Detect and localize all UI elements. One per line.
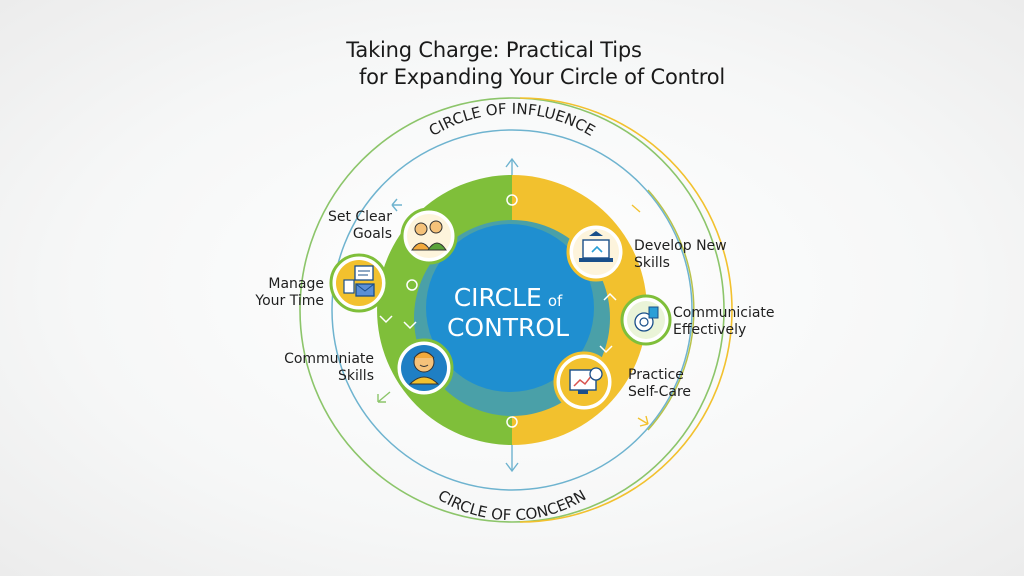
top-arrow-head bbox=[505, 157, 519, 168]
develop-skills-icon bbox=[566, 222, 626, 282]
communicate-skills-icon bbox=[394, 338, 454, 398]
arrow-upper-left bbox=[391, 198, 402, 212]
connector-dot-top bbox=[506, 194, 518, 206]
center-text-line-2: CONTROL bbox=[447, 313, 569, 342]
bottom-arrow-head bbox=[505, 462, 519, 473]
arrow-upper-right bbox=[631, 204, 641, 213]
chevron-right-a bbox=[603, 292, 617, 301]
self-care-icon bbox=[553, 351, 615, 413]
arrow-lower-left bbox=[377, 391, 391, 403]
influence-ring bbox=[331, 129, 693, 491]
connector-dot-bottom bbox=[506, 416, 518, 428]
influence-ring-accent bbox=[647, 189, 695, 431]
concern-ring bbox=[299, 97, 725, 523]
set-goals-icon bbox=[400, 207, 458, 265]
connector-dot-left bbox=[406, 279, 418, 291]
diagram-title-line-1: Taking Charge: Practical Tips bbox=[346, 38, 642, 62]
communicate-effectively-icon bbox=[620, 294, 672, 346]
arrow-lower-right bbox=[637, 415, 649, 427]
concern-label: CIRCLE OF CONCERN bbox=[435, 486, 589, 524]
diagram-title-line-2: for Expanding Your Circle of Control bbox=[358, 65, 725, 89]
concern-ring-accent bbox=[519, 97, 733, 523]
influence-label: CIRCLE OF INFLUENCE bbox=[426, 100, 598, 140]
control-core bbox=[426, 224, 594, 392]
manage-time-icon bbox=[329, 253, 389, 313]
chevron-left-b bbox=[379, 315, 393, 324]
chevron-left-a bbox=[403, 321, 417, 330]
chevron-right-b bbox=[599, 345, 613, 354]
